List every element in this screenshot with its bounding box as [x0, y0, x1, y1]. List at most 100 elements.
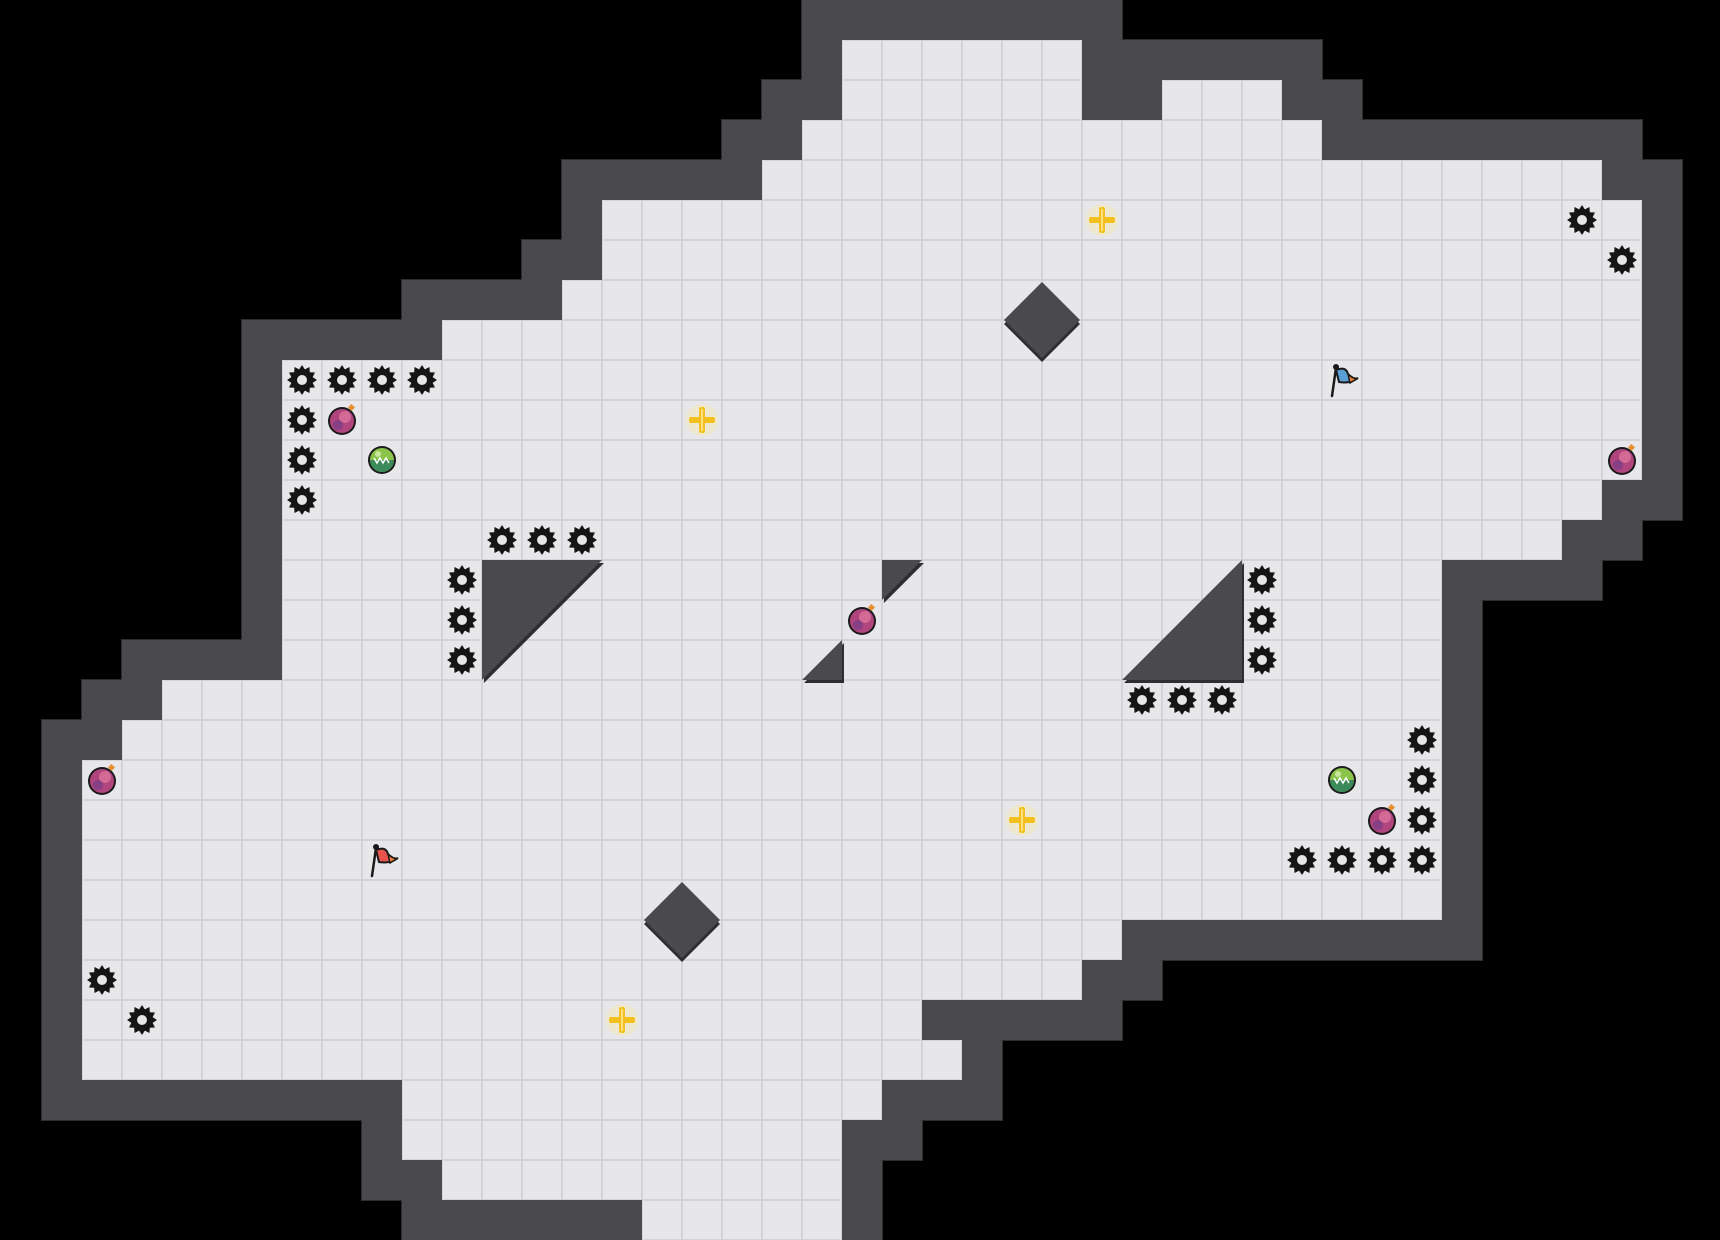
wall-tile	[1482, 120, 1522, 160]
grid-cell	[642, 760, 682, 800]
grid-cell	[402, 960, 442, 1000]
plus-pickup-icon[interactable]	[606, 1004, 638, 1036]
shield-orb-icon[interactable]	[368, 446, 396, 474]
grid-cell	[1082, 400, 1122, 440]
floor-tile	[1002, 920, 1042, 960]
grid-cell	[1162, 320, 1202, 360]
grid-cell	[562, 1040, 602, 1080]
grid-cell	[242, 720, 282, 760]
bomb-icon[interactable]	[1608, 443, 1636, 475]
grid-cell	[842, 520, 882, 560]
bomb-shine	[859, 611, 871, 623]
wall-tile	[882, 0, 922, 40]
floor-tile	[1402, 200, 1442, 240]
bomb-icon[interactable]	[88, 763, 116, 795]
floor-tile	[842, 760, 882, 800]
floor-tile	[1482, 440, 1522, 480]
grid-cell	[1122, 840, 1162, 880]
wall-tile	[1402, 920, 1442, 960]
wall-tile	[602, 160, 642, 200]
floor-tile	[562, 1000, 602, 1040]
grid-cell	[1202, 360, 1242, 400]
floor-tile	[1162, 320, 1202, 360]
grid-cell	[482, 880, 522, 920]
floor-tile	[962, 280, 1002, 320]
grid-cell	[882, 1040, 922, 1080]
floor-tile	[722, 440, 762, 480]
grid-cell	[1202, 760, 1242, 800]
floor-tile	[602, 360, 642, 400]
grid-cell	[1162, 760, 1202, 800]
floor-tile	[282, 520, 322, 560]
plus-pickup-icon[interactable]	[686, 404, 718, 436]
grid-cell	[442, 520, 482, 560]
grid-cell	[1122, 320, 1162, 360]
wall-tile	[882, 1080, 922, 1120]
grid-cell	[962, 760, 1002, 800]
grid-cell	[1562, 360, 1602, 400]
floor-tile	[562, 360, 602, 400]
floor-tile	[762, 560, 802, 600]
grid-cell	[722, 1120, 762, 1160]
spike-gear-icon	[287, 445, 317, 475]
bomb-shade	[93, 780, 103, 790]
grid-cell	[1082, 120, 1122, 160]
floor-tile	[602, 880, 642, 920]
grid-cell	[642, 800, 682, 840]
grid-cell	[882, 280, 922, 320]
grid-cell	[322, 880, 362, 920]
items-layer[interactable]	[87, 204, 1637, 1036]
wall-tile	[1642, 320, 1682, 360]
floor-tile	[1082, 880, 1122, 920]
plus-pickup-icon[interactable]	[1086, 204, 1118, 236]
floor-tile	[442, 480, 482, 520]
grid-cell	[602, 400, 642, 440]
plus-shine	[1101, 209, 1103, 231]
bomb-icon[interactable]	[1368, 803, 1396, 835]
grid-cell	[1442, 240, 1482, 280]
floor-tile	[1482, 200, 1522, 240]
floor-tile	[762, 840, 802, 880]
grid-cell	[682, 560, 722, 600]
grid-cell	[802, 560, 842, 600]
floor-tile	[402, 1080, 442, 1120]
shield-orb-icon[interactable]	[1328, 766, 1356, 794]
grid-cell	[522, 920, 562, 960]
blue-flag-icon[interactable]	[1330, 364, 1359, 398]
grid-cell	[322, 480, 362, 520]
grid-cell	[282, 480, 322, 520]
floor-tile	[202, 800, 242, 840]
floor-tile	[842, 320, 882, 360]
floor-tile	[482, 960, 522, 1000]
floor-tile	[1322, 440, 1362, 480]
grid-cell	[802, 1160, 842, 1200]
blocks-layer	[482, 282, 1244, 962]
grid-cell	[1282, 360, 1322, 400]
bomb-icon[interactable]	[328, 403, 356, 435]
floor-tile	[1042, 440, 1082, 480]
wall-tile	[242, 640, 282, 680]
grid-cell	[562, 880, 602, 920]
grid-cell	[722, 760, 762, 800]
floor-tile	[922, 240, 962, 280]
bomb-icon[interactable]	[848, 603, 876, 635]
grid-cell	[722, 1040, 762, 1080]
spike-gear-hole	[377, 375, 387, 385]
spike-gear-hole	[1257, 655, 1267, 665]
wall-tile	[42, 1040, 82, 1080]
floor-tile	[1122, 160, 1162, 200]
floor-tile	[362, 720, 402, 760]
floor-tile	[722, 520, 762, 560]
floor-tile	[402, 840, 442, 880]
floor-tile	[882, 920, 922, 960]
floor-tile	[1242, 680, 1282, 720]
grid-cell	[562, 840, 602, 880]
floor-tile	[882, 840, 922, 880]
grid-cell	[1242, 720, 1282, 760]
floor-tile	[962, 200, 1002, 240]
grid-cell	[882, 520, 922, 560]
floor-tile	[362, 600, 402, 640]
red-flag-icon[interactable]	[370, 844, 399, 878]
plus-pickup-icon[interactable]	[1006, 804, 1038, 836]
